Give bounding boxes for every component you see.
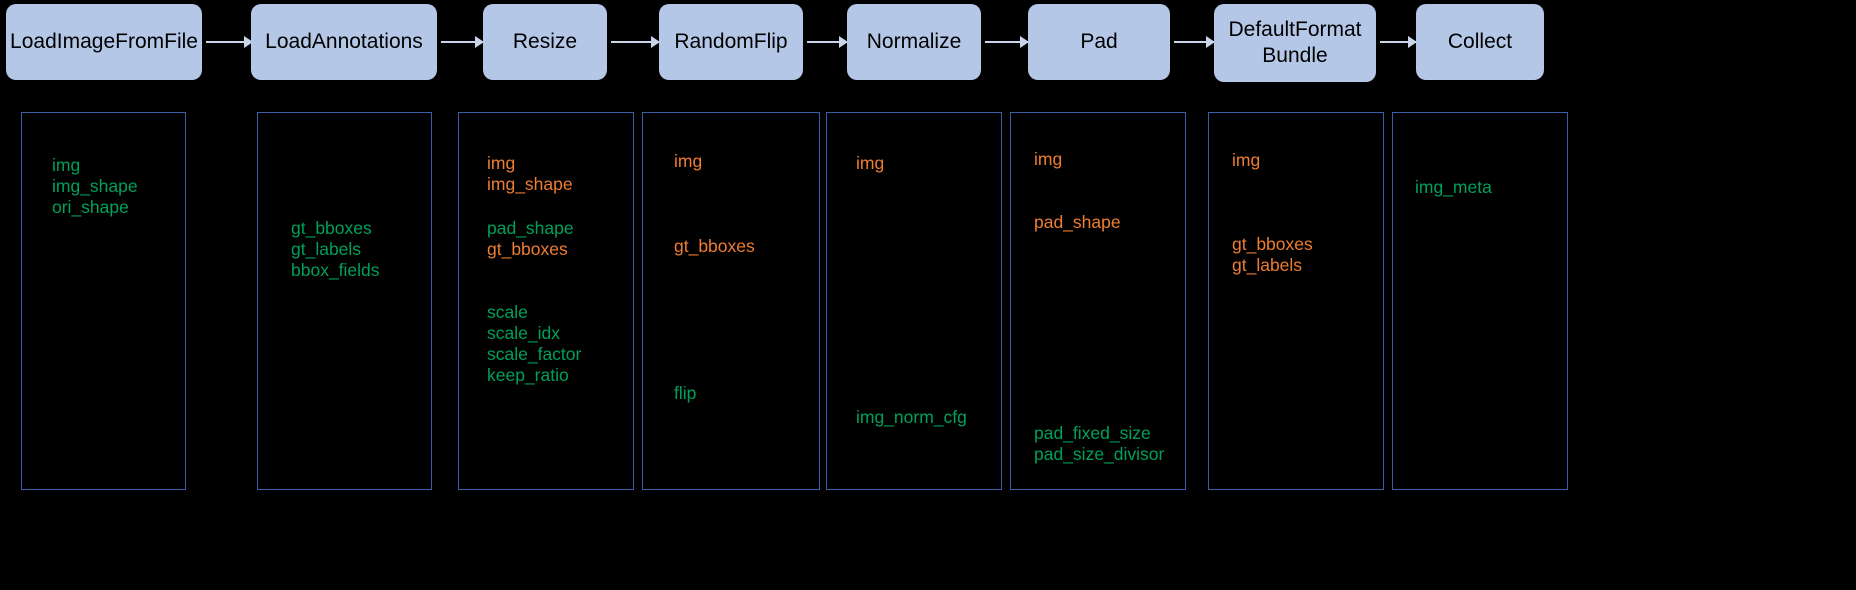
key-field: gt_bboxes [291,218,372,238]
node-collect[interactable]: Collect [1416,4,1544,80]
keys-column-load-annotations: gt_bboxes gt_labels bbox_fields [257,112,432,490]
arrow-4 [807,41,847,43]
key-field: img [1232,150,1261,170]
key-field: gt_labels [1232,255,1303,275]
node-random-flip[interactable]: RandomFlip [659,4,803,80]
key-field: img_shape [487,174,573,194]
key-field: img [856,153,885,173]
key-field: img [487,153,516,173]
arrow-3 [611,41,659,43]
key-field: img_norm_cfg [856,407,967,427]
node-load-annotations[interactable]: LoadAnnotations [251,4,437,80]
keys-column-pad: img pad_shape pad_fixed_size pad_size_di… [1010,112,1186,490]
key-field: pad_shape [1034,212,1121,232]
key-field: img_meta [1415,177,1492,197]
key-field: bbox_fields [291,260,380,280]
node-resize[interactable]: Resize [483,4,607,80]
key-field: img_shape [52,176,138,196]
key-field: img [1034,149,1063,169]
node-label: Collect [1447,30,1513,54]
node-label: RandomFlip [674,30,788,54]
node-label: LoadAnnotations [265,30,423,54]
key-field: ori_shape [52,197,129,217]
key-field: gt_bboxes [487,239,568,259]
node-pad[interactable]: Pad [1028,4,1170,80]
key-field: img [52,155,81,175]
keys-column-load-image-from-file: img img_shape ori_shape [21,112,186,490]
key-field: scale [487,302,528,322]
keys-column-collect: img_meta [1392,112,1568,490]
arrow-5 [985,41,1028,43]
key-field: pad_shape [487,218,574,238]
keys-column-default-format-bundle: img gt_bboxes gt_labels [1208,112,1384,490]
key-field: scale_factor [487,344,582,364]
arrow-7 [1380,41,1416,43]
key-field: gt_labels [291,239,362,259]
key-field: pad_size_divisor [1034,444,1165,464]
keys-column-resize: img img_shape pad_shape gt_bboxes scale … [458,112,634,490]
arrow-6 [1174,41,1214,43]
node-label: Pad [1080,30,1118,54]
node-load-image-from-file[interactable]: LoadImageFromFile [6,4,202,80]
keys-column-random-flip: img gt_bboxes flip [642,112,820,490]
key-field: gt_bboxes [1232,234,1313,254]
key-field: keep_ratio [487,365,569,385]
node-label: LoadImageFromFile [10,30,198,54]
arrow-2 [441,41,483,43]
node-normalize[interactable]: Normalize [847,4,981,80]
key-field: scale_idx [487,323,560,343]
key-field: gt_bboxes [674,236,755,256]
node-label: DefaultFormat Bundle [1228,18,1362,67]
node-label: Normalize [866,30,962,54]
pipeline-node-row: LoadImageFromFile LoadAnnotations Resize… [0,0,1856,95]
key-field: pad_fixed_size [1034,423,1151,443]
keys-column-normalize: img img_norm_cfg [826,112,1002,490]
key-field: flip [674,383,697,403]
arrow-1 [206,41,252,43]
node-default-format-bundle[interactable]: DefaultFormat Bundle [1214,4,1376,82]
node-label: Resize [512,30,578,54]
key-field: img [674,151,703,171]
